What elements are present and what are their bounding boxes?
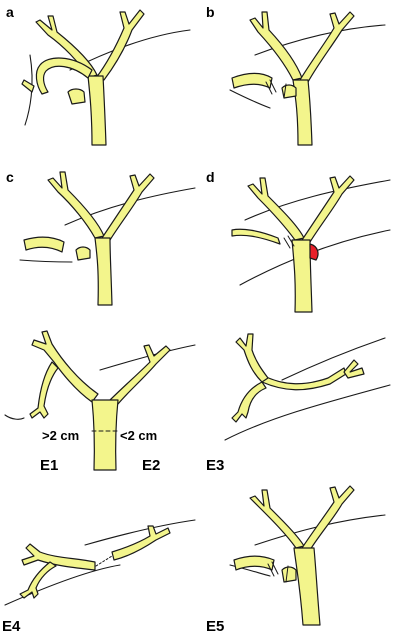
- stricture-gap: [95, 555, 113, 567]
- transected-right-segment: [233, 555, 275, 571]
- right-sectoral-branch: [29, 361, 59, 419]
- surgical-clip: [265, 79, 277, 95]
- bile-duct-tree: [23, 171, 155, 306]
- accessory-duct: [231, 228, 281, 245]
- panel-label-b: b: [206, 4, 215, 20]
- panel-e5: E5: [206, 485, 386, 635]
- bile-duct-tree: [19, 525, 171, 599]
- liver-edge: [84, 519, 196, 546]
- bile-duct-tree: [29, 330, 171, 471]
- common-hepatic-duct: [293, 547, 321, 626]
- right-hepatic-duct: [247, 177, 305, 241]
- liver-edge: [24, 54, 33, 126]
- left-hepatic-duct: [111, 525, 171, 561]
- hepatic-confluence: [261, 367, 347, 391]
- liver-edge: [19, 259, 73, 263]
- surgical-clip: [285, 565, 289, 583]
- surgical-clip: [267, 561, 279, 577]
- liver-edge: [281, 337, 386, 381]
- aberrant-duct-hook: [35, 57, 93, 95]
- common-hepatic-duct: [292, 79, 313, 146]
- panel-e4: E4: [2, 519, 196, 635]
- panel-e1-e2: >2 cm <2 cm E1 E2: [4, 330, 196, 474]
- right-hepatic-duct: [35, 15, 98, 79]
- common-hepatic-duct: [94, 237, 113, 306]
- right-hepatic-duct: [249, 489, 305, 549]
- bile-duct-tree: [233, 485, 355, 626]
- label-e5: E5: [206, 618, 224, 635]
- common-hepatic-duct: [91, 399, 119, 471]
- left-hepatic-duct: [301, 175, 355, 243]
- duct-stump: [21, 79, 35, 93]
- surgical-clip: [283, 235, 295, 249]
- liver-edge: [244, 179, 391, 221]
- panel-c: c: [6, 169, 196, 306]
- label-e3: E3: [206, 457, 224, 474]
- liver-edge: [224, 384, 391, 441]
- liver-edge: [229, 89, 271, 109]
- distance-label-lt2cm: <2 cm: [120, 428, 157, 443]
- bile-duct-tree: [231, 11, 355, 146]
- left-hepatic-duct: [107, 344, 171, 405]
- right-hepatic-duct: [31, 330, 99, 403]
- bile-duct-tree: [231, 333, 365, 423]
- label-e4: E4: [2, 618, 21, 635]
- duct-stump: [67, 88, 86, 105]
- right-hepatic-duct: [235, 333, 269, 383]
- right-hepatic-duct: [47, 171, 105, 239]
- transected-right-segment: [23, 236, 65, 253]
- duct-stump: [281, 566, 297, 583]
- right-sectoral-branch: [19, 561, 57, 599]
- panel-d: d: [206, 169, 391, 313]
- panel-label-a: a: [6, 4, 14, 20]
- bile-duct-tree: [231, 175, 355, 313]
- right-sectoral-branch: [231, 381, 267, 423]
- common-hepatic-duct: [291, 239, 313, 313]
- liver-edge: [4, 564, 121, 606]
- panel-a: a: [6, 4, 191, 146]
- label-e1: E1: [40, 457, 58, 474]
- right-hepatic-duct: [21, 543, 96, 571]
- label-e2: E2: [142, 457, 160, 474]
- panel-e3: E3: [206, 333, 391, 474]
- liver-edge: [4, 414, 25, 420]
- panel-b: b: [206, 4, 386, 146]
- common-hepatic-duct: [87, 75, 107, 146]
- bile-duct-tree: [21, 9, 145, 146]
- left-hepatic-duct: [95, 9, 145, 81]
- left-hepatic-duct: [301, 485, 355, 551]
- liver-edge: [254, 24, 386, 56]
- right-hepatic-duct: [249, 11, 303, 81]
- lateral-duct-injury: [309, 243, 319, 261]
- duct-stump: [75, 246, 91, 261]
- transected-right-segment: [231, 72, 273, 89]
- panel-label-d: d: [206, 169, 215, 185]
- distance-label-gt2cm: >2 cm: [42, 428, 79, 443]
- left-hepatic-duct: [101, 173, 155, 241]
- left-hepatic-duct: [299, 11, 355, 83]
- surgical-clip: [283, 83, 287, 99]
- panel-label-c: c: [6, 169, 14, 185]
- left-hepatic-duct: [343, 359, 365, 379]
